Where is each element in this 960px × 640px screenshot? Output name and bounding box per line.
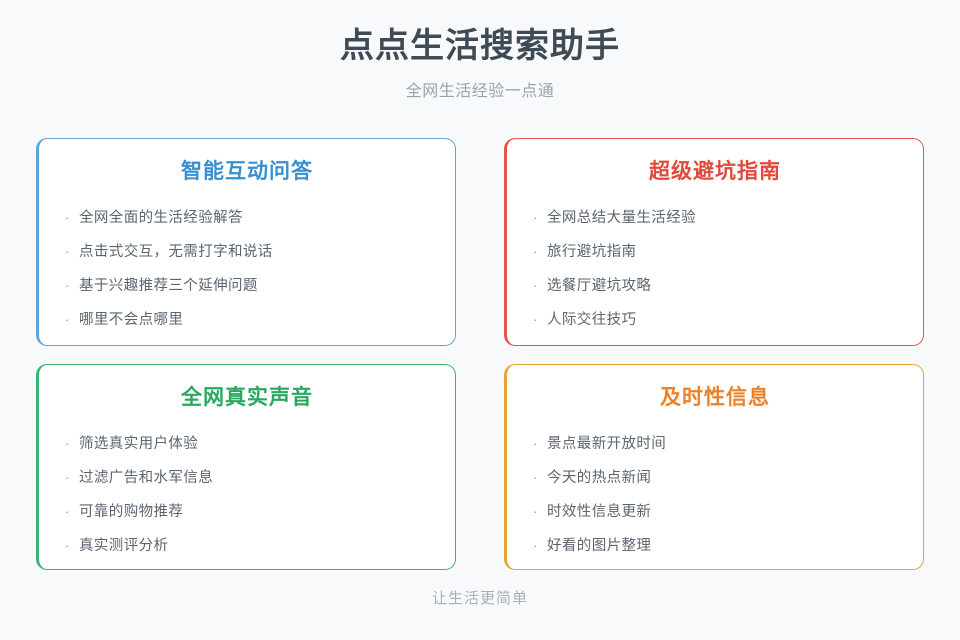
list-item: · 筛选真实用户体验 bbox=[65, 427, 429, 461]
page-subtitle: 全网生活经验一点通 bbox=[405, 83, 555, 100]
list-item-label: 好看的图片整理 bbox=[547, 538, 652, 554]
list-item-label: 哪里不会点哪里 bbox=[79, 312, 184, 328]
list-item: · 全网总结大量生活经验 bbox=[533, 201, 897, 235]
feature-card-smart-qa[interactable]: 智能互动问答 · 全网全面的生活经验解答 · 点击式交互，无需打字和说话 · 基于兴趣推荐三… bbox=[36, 138, 456, 346]
bullet-dot-icon: · bbox=[65, 504, 70, 519]
bullet-dot-icon: · bbox=[533, 470, 538, 485]
bullet-dot-icon: · bbox=[65, 278, 70, 293]
bullet-dot-icon: · bbox=[533, 436, 538, 451]
footer-tagline: 让生活更简单 bbox=[431, 590, 528, 607]
list-item-label: 全网全面的生活经验解答 bbox=[79, 210, 243, 226]
list-item-label: 今天的热点新闻 bbox=[547, 470, 652, 486]
bullet-dot-icon: · bbox=[533, 538, 538, 553]
feature-card-grid: 智能互动问答 · 全网全面的生活经验解答 · 点击式交互，无需打字和说话 · 基于兴趣推荐三… bbox=[36, 138, 924, 570]
list-item: · 今天的热点新闻 bbox=[533, 461, 897, 495]
list-item-label: 人际交往技巧 bbox=[547, 312, 637, 328]
bullet-dot-icon: · bbox=[533, 312, 538, 327]
feature-card-title: 及时性信息 bbox=[660, 386, 770, 409]
list-item: · 全网全面的生活经验解答 bbox=[65, 201, 429, 235]
list-item: · 可靠的购物推荐 bbox=[65, 495, 429, 529]
list-item-label: 旅行避坑指南 bbox=[547, 244, 637, 260]
list-item: · 哪里不会点哪里 bbox=[65, 303, 429, 337]
bullet-dot-icon: · bbox=[533, 504, 538, 519]
list-item: · 人际交往技巧 bbox=[533, 303, 897, 337]
list-item: · 好看的图片整理 bbox=[533, 529, 897, 563]
feature-card-title: 超级避坑指南 bbox=[649, 160, 781, 183]
bullet-dot-icon: · bbox=[65, 470, 70, 485]
list-item-label: 过滤广告和水军信息 bbox=[79, 470, 214, 486]
feature-card-list: · 景点最新开放时间 · 今天的热点新闻 · 时效性信息更新 · 好看的图片整理 bbox=[533, 427, 897, 563]
bullet-dot-icon: · bbox=[533, 278, 538, 293]
feature-card-list: ·全网全面的生活经验解答·点击式交互，无需打字和说话·基于兴趣推荐三个延伸问题·… bbox=[65, 201, 429, 337]
list-item: · 过滤广告和水军信息 bbox=[65, 461, 429, 495]
feature-card-title: 智能互动问答 bbox=[181, 160, 313, 183]
list-item-label: 筛选真实用户体验 bbox=[79, 436, 199, 452]
bullet-dot-icon: · bbox=[65, 436, 70, 451]
list-item: · 旅行避坑指南 bbox=[533, 235, 897, 269]
feature-card-list: · 筛选真实用户体验 · 过滤广告和水军信息 · 可靠的购物推荐 · 真实测评分析 bbox=[65, 427, 429, 563]
list-item: · 真实测评分析 bbox=[65, 529, 429, 563]
bullet-dot-icon: · bbox=[65, 210, 70, 225]
list-item-label: 景点最新开放时间 bbox=[547, 436, 667, 452]
feature-card-real-voices[interactable]: 全网真实声音 · 筛选真实用户体验 · 过滤广告和水军信息 · 可靠的购物推荐 · 真实测评分析 bbox=[36, 364, 456, 570]
bullet-dot-icon: · bbox=[65, 312, 70, 327]
bullet-dot-icon: · bbox=[65, 244, 70, 259]
feature-card-pitfall-guide[interactable]: 超级避坑指南 · 全网总结大量生活经验 · 旅行避坑指南 · 选餐厅避坑攻略 · 人际交往技巧 bbox=[504, 138, 924, 346]
bullet-dot-icon: · bbox=[533, 244, 538, 259]
list-item: · 景点最新开放时间 bbox=[533, 427, 897, 461]
list-item-label: 时效性信息更新 bbox=[547, 504, 652, 520]
bullet-dot-icon: · bbox=[533, 210, 538, 225]
list-item: · 时效性信息更新 bbox=[533, 495, 897, 529]
feature-card-timely-info[interactable]: 及时性信息 · 景点最新开放时间 · 今天的热点新闻 · 时效性信息更新 · 好看的图片整理 bbox=[504, 364, 924, 570]
list-item-label: 选餐厅避坑攻略 bbox=[547, 278, 652, 294]
list-item-label: 可靠的购物推荐 bbox=[79, 504, 184, 520]
bullet-dot-icon: · bbox=[65, 538, 70, 553]
page-header: 点点生活搜索助手 全网生活经验一点通 bbox=[0, 0, 960, 104]
list-item: · 基于兴趣推荐三个延伸问题 bbox=[65, 269, 429, 303]
list-item-label: 点击式交互，无需打字和说话 bbox=[79, 244, 273, 260]
list-item: · 点击式交互，无需打字和说话 bbox=[65, 235, 429, 269]
list-item-label: 基于兴趣推荐三个延伸问题 bbox=[79, 278, 258, 294]
list-item-label: 真实测评分析 bbox=[79, 538, 169, 554]
feature-card-title: 全网真实声音 bbox=[181, 386, 313, 409]
list-item-label: 全网总结大量生活经验 bbox=[547, 210, 696, 226]
page-title: 点点生活搜索助手 bbox=[340, 27, 620, 65]
feature-card-list: · 全网总结大量生活经验 · 旅行避坑指南 · 选餐厅避坑攻略 · 人际交往技巧 bbox=[533, 201, 897, 337]
list-item: · 选餐厅避坑攻略 bbox=[533, 269, 897, 303]
